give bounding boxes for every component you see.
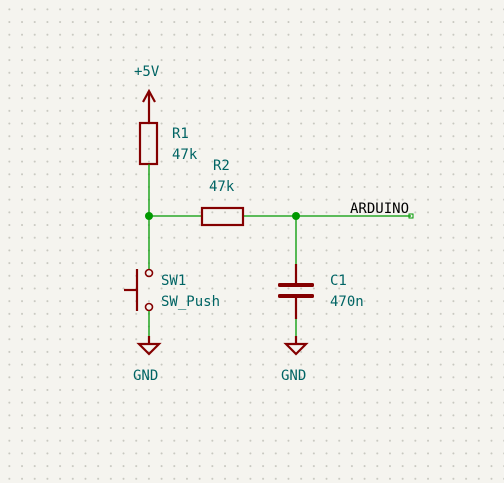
r2-ref: R2 [213, 158, 230, 174]
resistor-r1[interactable] [138, 118, 159, 166]
resistor-r2[interactable] [200, 206, 245, 227]
c1-value: 470n [330, 294, 364, 310]
capacitor-c1[interactable] [278, 264, 314, 319]
vcc-power-symbol[interactable] [142, 88, 156, 118]
sw1-value: SW_Push [161, 294, 220, 310]
c1-ref: C1 [330, 273, 347, 289]
sw1-ref: SW1 [161, 273, 186, 289]
arduino-net-label: ARDUINO [350, 201, 409, 217]
r2-value: 47k [209, 179, 235, 195]
arduino-net-end [408, 213, 414, 219]
gnd-symbol-right[interactable] [283, 336, 309, 356]
r1-value: 47k [172, 147, 198, 163]
r1-ref: R1 [172, 126, 189, 142]
gnd-label-right: GND [281, 368, 306, 384]
gnd-symbol-left[interactable] [136, 336, 162, 356]
gnd-label-left: GND [133, 368, 158, 384]
switch-sw1[interactable] [124, 268, 154, 312]
vcc-label: +5V [134, 64, 160, 80]
